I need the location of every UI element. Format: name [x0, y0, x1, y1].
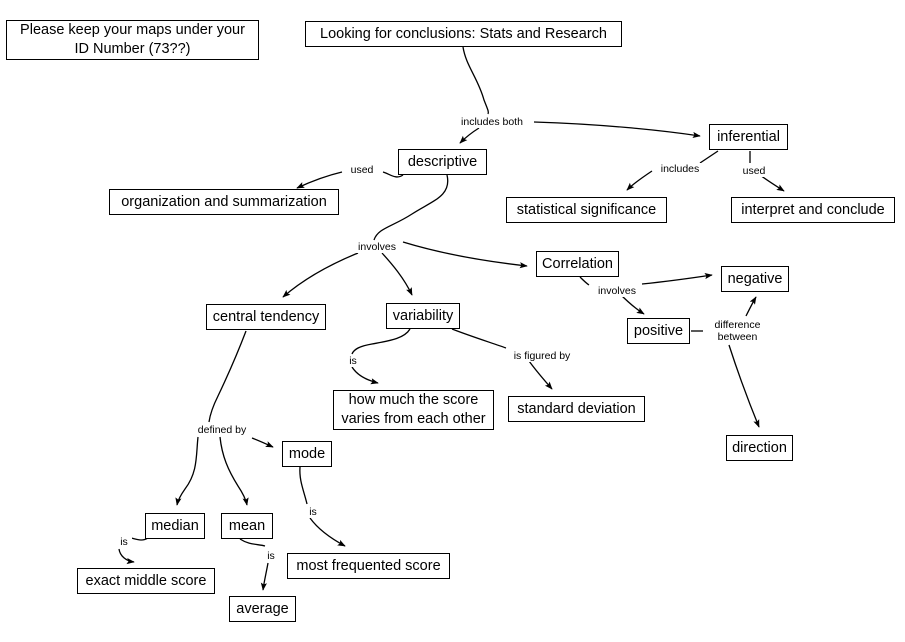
link-label-is-median: is	[116, 536, 132, 549]
node-direction[interactable]: direction	[726, 435, 793, 461]
node-how-much-the-score-varies[interactable]: how much the score varies from each othe…	[333, 390, 494, 430]
link-label-includes: includes	[654, 163, 706, 176]
edge-differencebetween-negative	[745, 296, 757, 317]
edge-includesboth-descriptive	[459, 127, 480, 144]
node-exact-middle-score[interactable]: exact middle score	[77, 568, 215, 594]
edge-inferential-includes	[699, 150, 719, 164]
node-mean[interactable]: mean	[221, 513, 273, 539]
link-label-involves-correlation: involves	[592, 285, 642, 298]
link-label-used-descriptive: used	[345, 164, 379, 177]
edge-involves-negative	[641, 273, 713, 285]
edge-definedby-mode	[251, 437, 274, 448]
edge-involves-correlation	[402, 241, 528, 269]
node-inferential[interactable]: inferential	[709, 124, 788, 150]
edge-centten-definedby	[208, 330, 247, 423]
edge-involves-centten	[282, 252, 359, 298]
edge-involves-variability	[381, 252, 413, 296]
node-central-tendency[interactable]: central tendency	[206, 304, 326, 330]
edge-includes-statsig	[626, 170, 653, 191]
node-note[interactable]: Please keep your maps under your ID Numb…	[6, 20, 259, 60]
node-title[interactable]: Looking for conclusions: Stats and Resea…	[305, 21, 622, 47]
edge-title-includesboth	[462, 46, 490, 115]
link-label-is-figured-by: is figured by	[507, 350, 577, 363]
link-label-is-mode: is	[305, 506, 321, 519]
link-label-is-mean: is	[263, 550, 279, 563]
node-mode[interactable]: mode	[282, 441, 332, 467]
edge-used-orgsum	[296, 171, 343, 189]
node-organization-and-summarization[interactable]: organization and summarization	[109, 189, 339, 215]
node-positive[interactable]: positive	[627, 318, 690, 344]
edge-mean-is	[239, 538, 266, 547]
link-label-includes-both: includes both	[452, 116, 532, 129]
node-standard-deviation[interactable]: standard deviation	[508, 396, 645, 422]
edge-is-howmuch	[351, 366, 379, 385]
edge-mode-is	[299, 466, 308, 505]
edge-is-average	[260, 562, 269, 591]
node-negative[interactable]: negative	[721, 266, 789, 292]
link-label-used-inferential: used	[737, 165, 771, 178]
node-most-frequented-score[interactable]: most frequented score	[287, 553, 450, 579]
node-descriptive[interactable]: descriptive	[398, 149, 487, 175]
edge-variability-is	[351, 328, 411, 355]
link-label-is-variability: is	[345, 355, 361, 368]
link-label-difference-between: difference between	[705, 319, 770, 344]
edge-includesboth-inferential	[533, 121, 701, 138]
node-correlation[interactable]: Correlation	[536, 251, 619, 277]
edge-variability-isfiguredby	[451, 328, 507, 349]
edge-descriptive-involves	[373, 174, 449, 241]
link-label-involves-descriptive: involves	[352, 241, 402, 254]
node-variability[interactable]: variability	[386, 303, 460, 329]
node-interpret-and-conclude[interactable]: interpret and conclude	[731, 197, 895, 223]
edge-used-interpret	[759, 174, 785, 192]
node-average[interactable]: average	[229, 596, 296, 622]
edge-correlation-involves	[579, 276, 590, 286]
edge-isfiguredby-stddev	[528, 360, 553, 390]
edge-is-mostfreq	[309, 517, 346, 547]
edge-is-exactmid	[118, 548, 135, 565]
edge-definedby-mean	[219, 436, 249, 506]
edge-differencebetween-direction	[728, 344, 760, 428]
edge-definedby-median	[175, 436, 199, 506]
link-label-defined-by: defined by	[192, 424, 252, 437]
node-statistical-significance[interactable]: statistical significance	[506, 197, 667, 223]
node-median[interactable]: median	[145, 513, 205, 539]
